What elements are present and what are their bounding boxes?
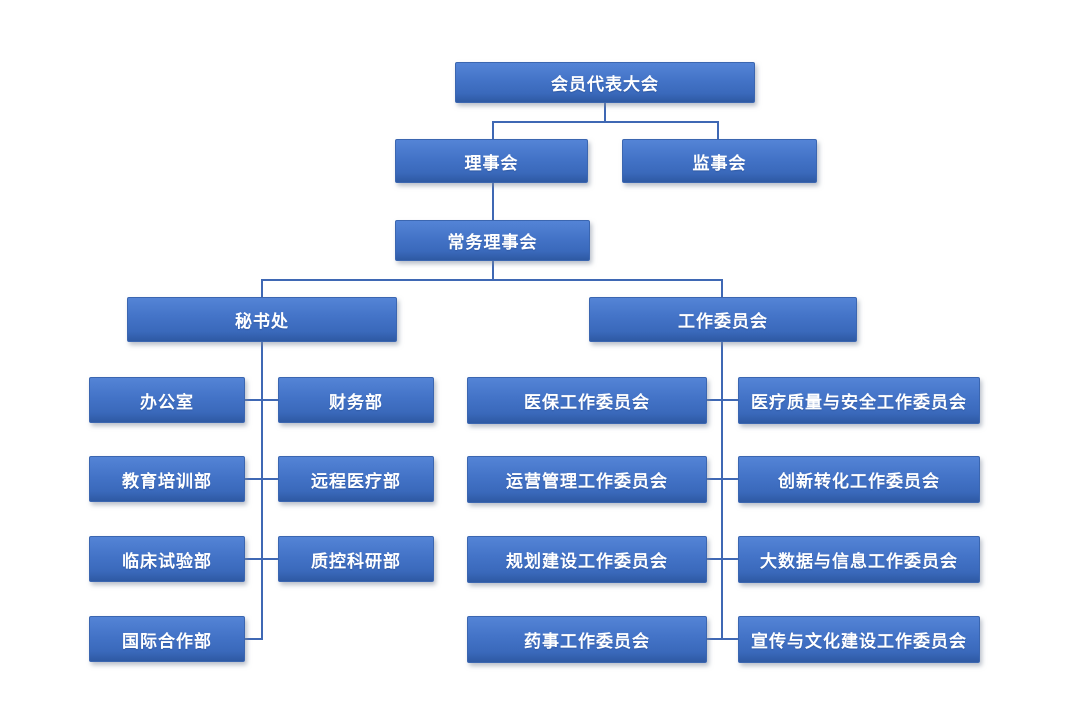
connector [492, 121, 719, 123]
connector [492, 261, 494, 281]
connector [245, 399, 278, 401]
node-innovation-transformation-committee: 创新转化工作委员会 [738, 456, 980, 503]
connector [492, 121, 494, 139]
connector [604, 103, 606, 123]
node-big-data-information-committee: 大数据与信息工作委员会 [738, 536, 980, 583]
node-secretariat: 秘书处 [127, 297, 397, 342]
node-working-committee: 工作委员会 [589, 297, 857, 342]
connector [492, 183, 494, 220]
node-finance-dept: 财务部 [278, 377, 434, 423]
connector [721, 342, 723, 640]
connector [261, 342, 263, 640]
node-clinical-trial-dept: 临床试验部 [89, 536, 245, 582]
node-international-cooperation-dept: 国际合作部 [89, 616, 245, 662]
node-supervisory-board: 监事会 [622, 139, 817, 183]
node-office: 办公室 [89, 377, 245, 423]
connector [721, 279, 723, 297]
connector [707, 399, 738, 401]
node-standing-board: 常务理事会 [395, 220, 590, 261]
node-pharmacy-committee: 药事工作委员会 [467, 616, 707, 663]
node-operations-management-committee: 运营管理工作委员会 [467, 456, 707, 503]
connector [245, 638, 263, 640]
node-medical-insurance-committee: 医保工作委员会 [467, 377, 707, 424]
connector [261, 279, 723, 281]
node-member-assembly: 会员代表大会 [455, 62, 755, 103]
connector [245, 478, 278, 480]
connector [707, 478, 738, 480]
connector [707, 638, 738, 640]
node-quality-research-dept: 质控科研部 [278, 536, 434, 582]
node-planning-construction-committee: 规划建设工作委员会 [467, 536, 707, 583]
node-quality-safety-committee: 医疗质量与安全工作委员会 [738, 377, 980, 424]
connector [261, 279, 263, 297]
connector [707, 558, 738, 560]
node-publicity-culture-committee: 宣传与文化建设工作委员会 [738, 616, 980, 663]
connector [717, 121, 719, 139]
connector [245, 558, 278, 560]
node-telemedicine-dept: 远程医疗部 [278, 456, 434, 502]
node-board-of-directors: 理事会 [395, 139, 588, 183]
node-education-training-dept: 教育培训部 [89, 456, 245, 502]
